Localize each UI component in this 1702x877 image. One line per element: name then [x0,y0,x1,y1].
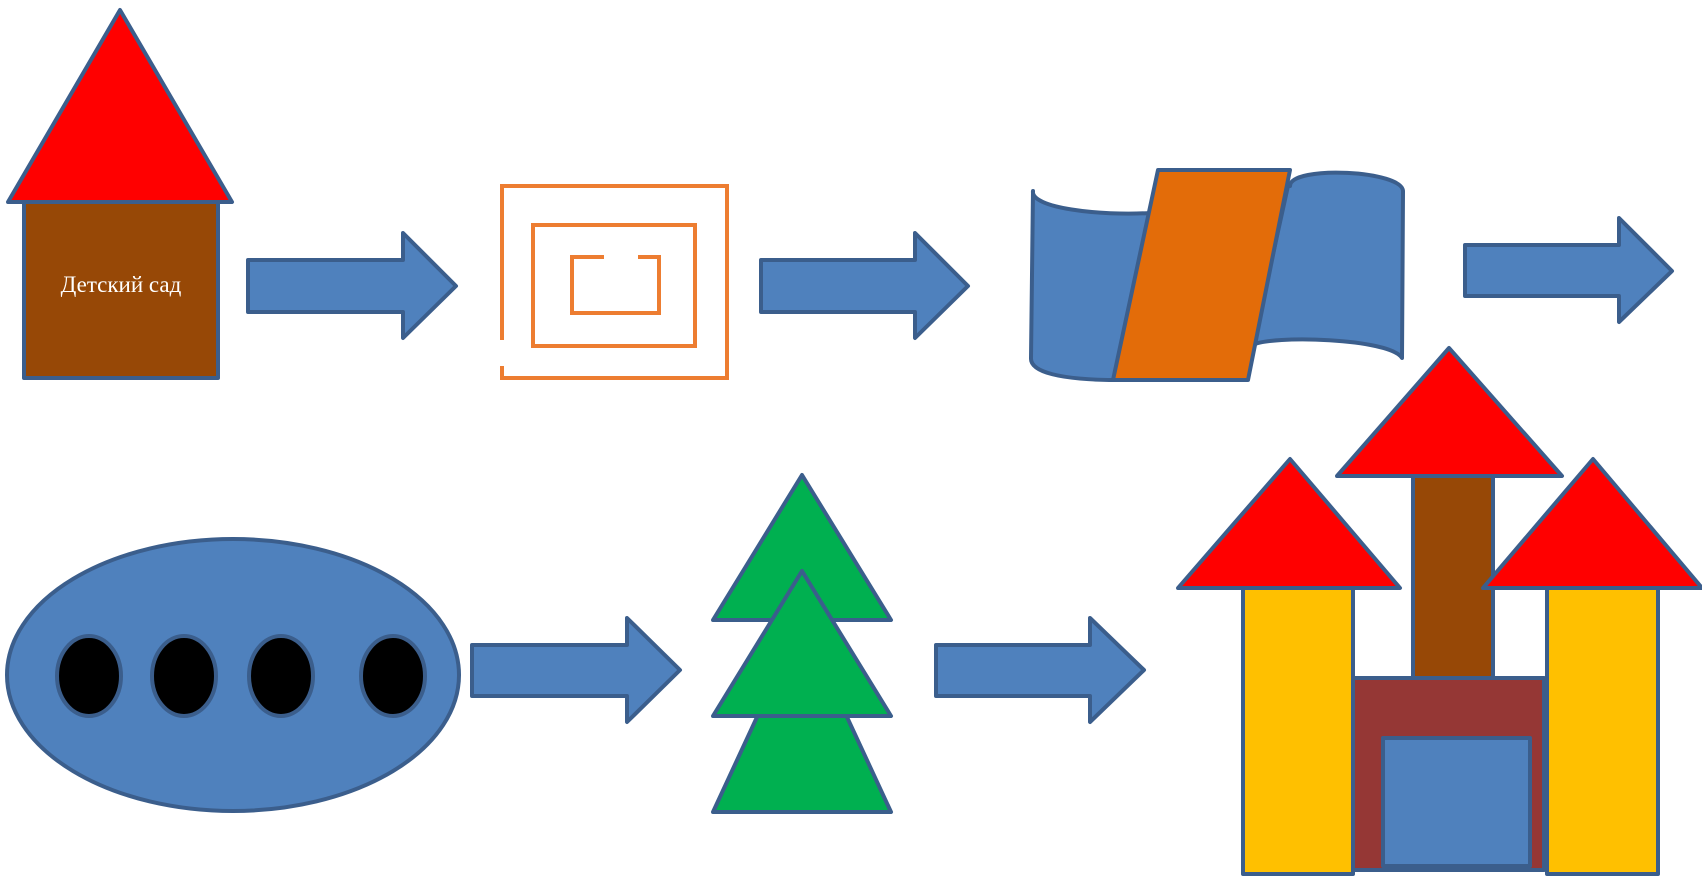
ribbon-banner [1029,168,1405,382]
arrow-3 [1463,216,1674,324]
hole-3 [247,634,315,718]
castle-tower-left [1241,586,1355,876]
hole-4 [359,634,427,718]
oval-with-holes [5,537,461,813]
castle-roof-left [1176,457,1402,590]
tree-tier-middle [711,569,893,718]
house-roof [6,8,234,204]
arrow-5 [934,616,1146,724]
castle-tower-center [1411,474,1495,680]
arrow-4 [470,616,682,724]
hole-1 [55,634,123,718]
house-label: Детский сад [61,272,182,297]
castle [1176,346,1702,876]
castle-tower-right [1545,586,1660,876]
castle-roof-center [1335,346,1564,478]
hole-2 [150,634,218,718]
ribbon-center-band [1111,168,1292,382]
arrow-2 [759,231,970,340]
castle-gate [1381,736,1532,868]
fir-tree [711,473,893,814]
maze-square [500,184,729,380]
house-body [22,200,220,380]
arrow-1 [246,231,458,340]
kindergarten-house: Детский сад [6,8,234,380]
castle-roof-right [1481,457,1702,590]
